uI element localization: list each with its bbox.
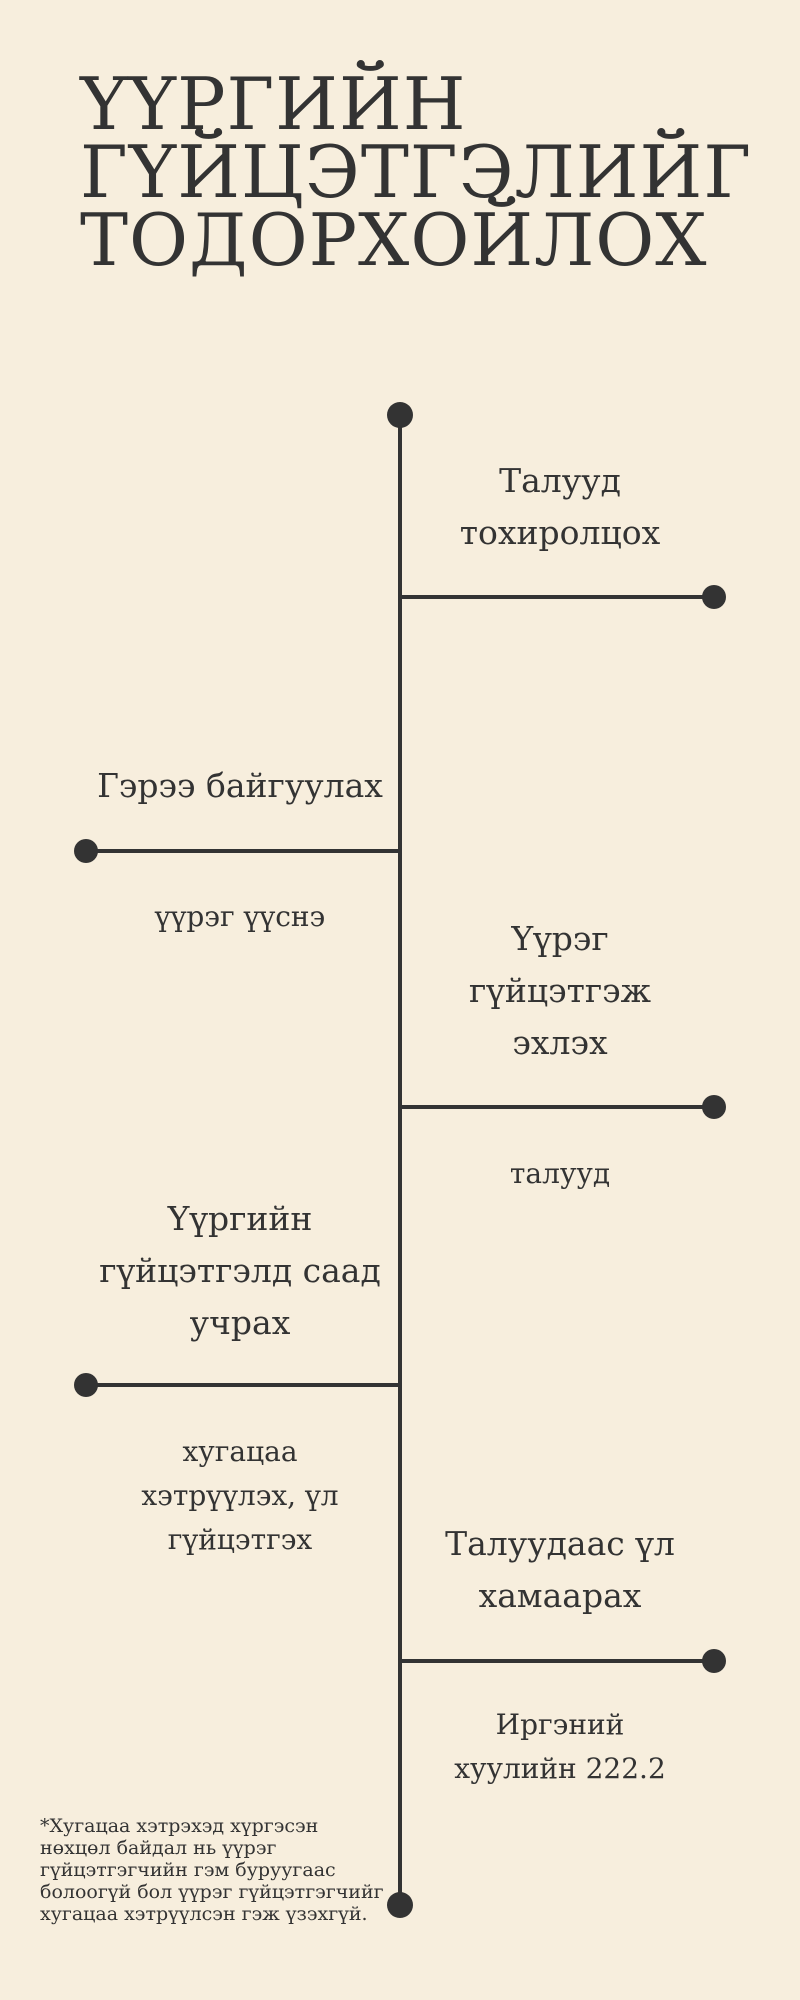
timeline-end-dot xyxy=(387,1892,413,1918)
event-label-1: Талууд тохиролцох xyxy=(459,461,661,552)
page-title: ҮҮРГИЙН ГҮЙЦЭТГЭЛИЙГ ТОДОРХОЙЛОХ xyxy=(80,62,780,282)
branch-dot-2 xyxy=(74,839,98,863)
timeline-start-dot xyxy=(387,402,413,428)
title-line-1: ҮҮРГИЙН xyxy=(80,62,467,146)
event-label-3: Үүрэг гүйцэтгэж эхлэх xyxy=(468,919,651,1062)
event-note-2: үүрэг үүснэ xyxy=(154,900,326,933)
event-note-5: Иргэний хуулийн 222.2 xyxy=(454,1708,666,1785)
event-note-3: талууд xyxy=(509,1157,611,1190)
branch-dot-1 xyxy=(702,585,726,609)
branch-dot-4 xyxy=(74,1373,98,1397)
footnote: *Хугацаа хэтрэхэд хүргэсэн нөхцөл байдал… xyxy=(40,1815,384,1925)
event-note-4: хугацаа хэтрүүлэх, үл гүйцэтгэх xyxy=(141,1435,339,1556)
event-label-2: Гэрээ байгуулах xyxy=(97,766,383,805)
title-line-2: ГҮЙЦЭТГЭЛИЙГ xyxy=(80,130,752,214)
branch-dot-5 xyxy=(702,1649,726,1673)
branch-dot-3 xyxy=(702,1095,726,1119)
event-label-5: Талуудаас үл хамаарах xyxy=(445,1524,675,1615)
title-line-3: ТОДОРХОЙЛОХ xyxy=(80,198,708,282)
event-label-4: Үүргийн гүйцэтгэлд саад учрах xyxy=(99,1199,381,1342)
